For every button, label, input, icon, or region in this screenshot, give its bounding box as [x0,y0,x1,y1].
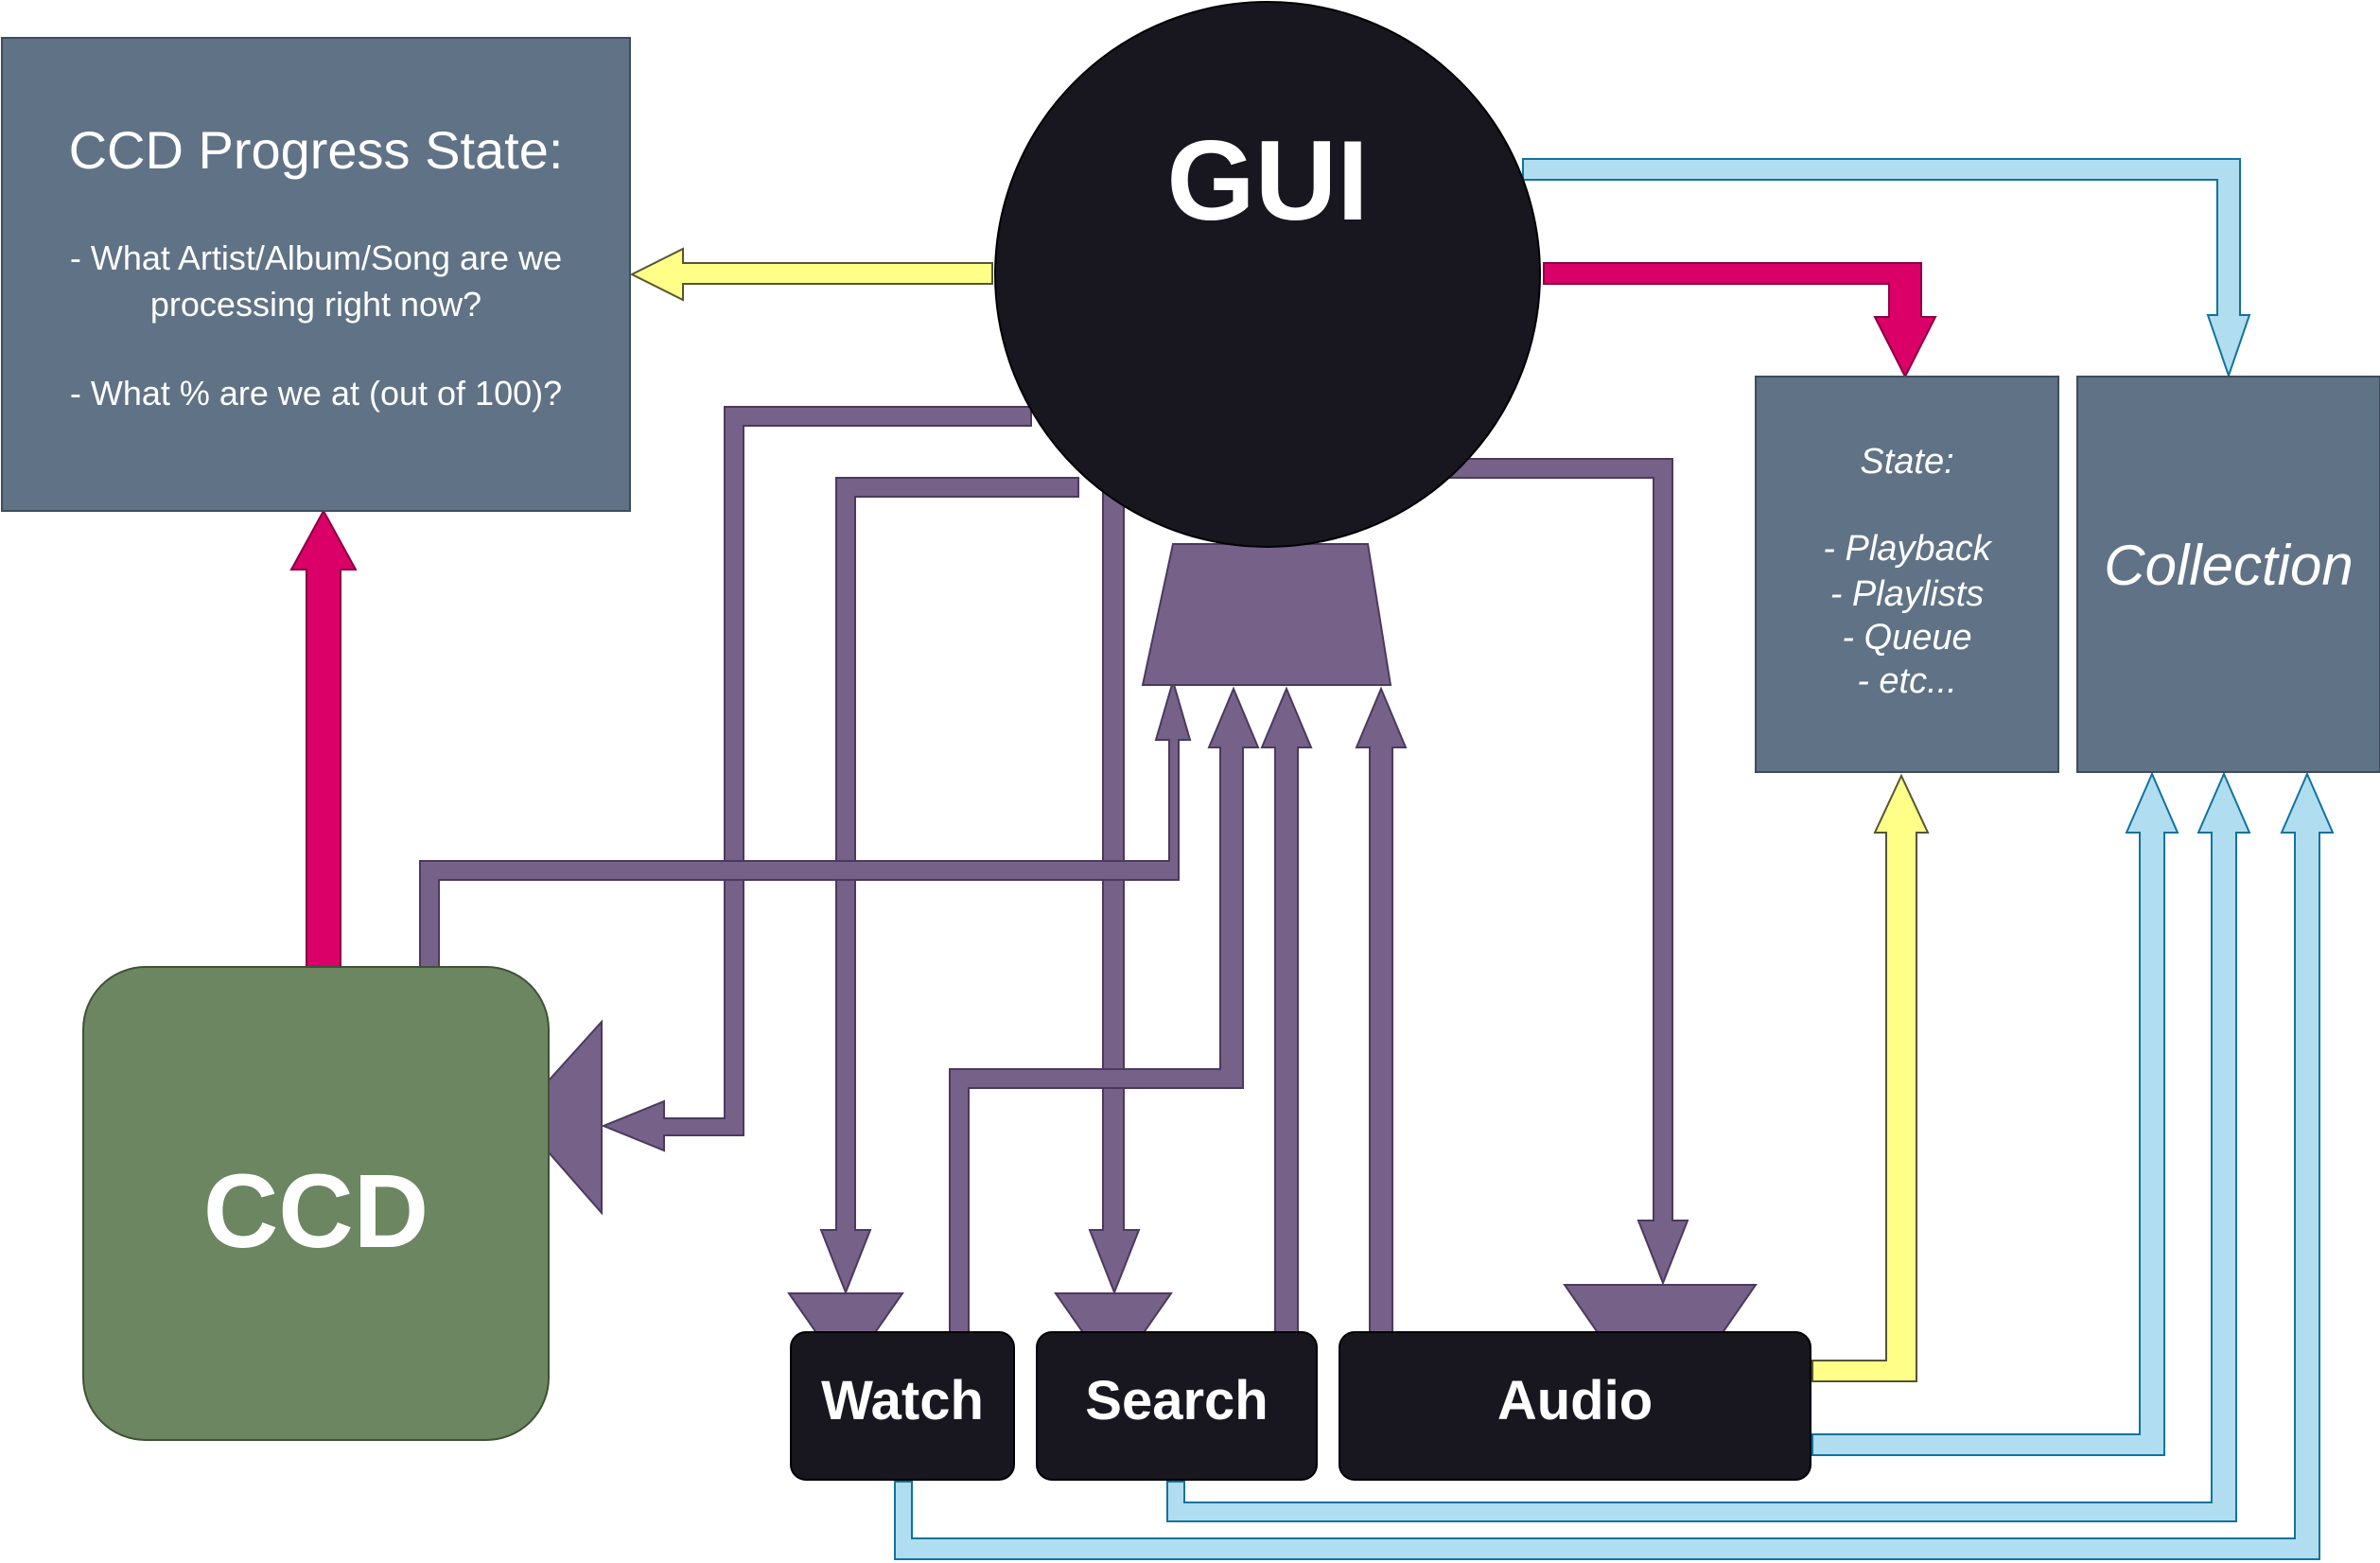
progress-box-line-3: - What % are we at (out of 100)? [70,374,562,413]
gui-node: GUI [994,1,1541,686]
magenta-connectors [289,262,1937,968]
state-box: State: - Playback - Playlists - Queue - … [1755,376,2059,773]
progress-box-line-1: - What Artist/Album/Song are we [70,238,562,277]
search-module: Search [1036,1331,1318,1481]
connector-audio-to-state [1811,773,1930,1382]
gui-input-receptor [1141,543,1392,686]
connector-ccd-to-gui [419,677,1192,970]
connector-watch-to-gui [949,686,1260,1333]
state-item: - Playback [1823,529,1992,569]
watch-label: Watch [821,1370,984,1431]
search-label: Search [1085,1370,1268,1431]
connector-gui-to-audio [1446,458,1689,1286]
connector-gui-to-collection [1522,158,2251,379]
watch-module: Watch [790,1331,1015,1481]
connector-audio-to-collection [1811,771,2179,1456]
connector-audio-to-gui [1355,686,1408,1333]
progress-box-line-2: processing right now? [150,285,481,324]
watch-input-receptor [787,1292,904,1335]
connector-gui-to-search [1088,486,1141,1295]
connector-gui-to-progress [629,247,993,302]
state-box-title: State: [1860,442,1953,482]
yellow-connectors [629,247,1930,1382]
ccd-node: CCD [82,966,603,1441]
state-item: - etc... [1857,661,1957,701]
audio-input-receptor [1563,1284,1758,1335]
purple-connectors [419,406,1689,1333]
gui-label: GUI [1166,117,1368,244]
connector-search-to-collection [1166,771,2251,1522]
collection-box: Collection [2076,376,2380,773]
progress-box-title: CCD Progress State: [69,120,564,180]
ccd-input-receptor [548,1019,603,1216]
connector-watch-to-collection [894,771,2335,1560]
module-receptors [787,1284,1758,1335]
connector-gui-to-ccd [601,406,1032,1152]
audio-module: Audio [1339,1331,1811,1481]
state-item: - Playlists [1830,574,1985,614]
state-item: - Queue [1842,618,1971,658]
ccd-label: CCD [203,1153,429,1270]
search-input-receptor [1054,1292,1173,1335]
connector-gui-to-state [1543,262,1937,379]
connector-search-to-gui [1260,686,1313,1333]
ccd-progress-state-box: CCD Progress State: - What Artist/Album/… [1,37,631,512]
collection-connectors [894,158,2335,1560]
audio-label: Audio [1497,1370,1653,1431]
connector-ccd-to-progress [289,508,358,968]
collection-label: Collection [2104,534,2353,597]
connector-gui-to-watch [819,477,1079,1295]
